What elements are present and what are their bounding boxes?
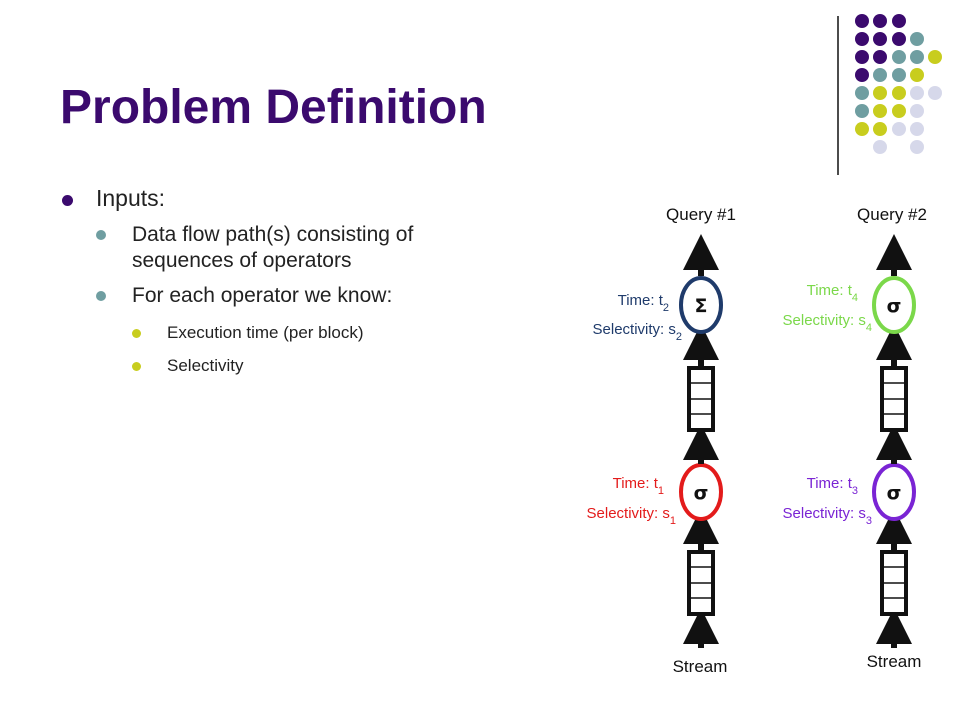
decorative-dot	[910, 32, 924, 46]
query1-top-op-time: Time: t2	[618, 292, 669, 314]
sub-bullet-list: Data flow path(s) consisting of sequence…	[96, 222, 512, 376]
decorative-dot	[855, 50, 869, 64]
query1-header: Query #1	[666, 205, 736, 224]
bullet-exec-time-text: Execution time (per block)	[167, 322, 364, 342]
decorative-dot	[873, 32, 887, 46]
decorative-dot	[873, 104, 887, 118]
decorative-dot	[892, 104, 906, 118]
decorative-dot	[873, 14, 887, 28]
query1-stream-label: Stream	[673, 657, 728, 676]
decorative-dot	[892, 32, 906, 46]
query2-top-op-selectivity: Selectivity: s4	[783, 312, 872, 334]
bullet-selectivity-text: Selectivity	[167, 355, 244, 375]
bullet-for-each-text: For each operator we know:	[132, 284, 393, 308]
decorative-dot	[873, 50, 887, 64]
query2-bottom-op-selectivity: Selectivity: s3	[783, 505, 872, 527]
query2-top-op-time: Time: t4	[807, 282, 858, 304]
query2-top-operator: σ	[872, 276, 916, 334]
decorative-dot	[873, 68, 887, 82]
decorative-dot	[910, 140, 924, 154]
query1-top-queue	[687, 366, 715, 432]
query1-bottom-op-symbol: σ	[694, 482, 709, 504]
bullet-data-flow-text: Data flow path(s) consisting of sequence…	[132, 223, 414, 272]
decorative-dot	[855, 68, 869, 82]
bullet-inputs: Inputs: Data flow path(s) consisting of …	[62, 185, 512, 376]
sub-sub-bullet-list: Execution time (per block) Selectivity	[132, 323, 512, 376]
slide-title: Problem Definition	[60, 81, 487, 134]
query1-bottom-operator: σ	[679, 463, 723, 521]
query1-bottom-op-selectivity: Selectivity: s1	[587, 505, 676, 527]
query1-top-op-symbol: Σ	[695, 295, 708, 317]
query1-bottom-op-time: Time: t1	[613, 475, 664, 497]
query2-top-op-symbol: σ	[887, 295, 902, 317]
decorative-dot	[855, 14, 869, 28]
decorative-dot	[855, 86, 869, 100]
query2-bottom-queue	[880, 550, 908, 616]
query1-top-operator: Σ	[679, 276, 723, 334]
query2-header: Query #2	[857, 205, 927, 224]
decorative-dot	[928, 50, 942, 64]
decorative-dot	[873, 140, 887, 154]
query2-bottom-op-time: Time: t3	[807, 475, 858, 497]
decorative-dot	[910, 68, 924, 82]
decorative-dot	[910, 122, 924, 136]
query1-bottom-queue	[687, 550, 715, 616]
decorative-dot	[892, 86, 906, 100]
decorative-dot	[928, 86, 942, 100]
decorative-dot	[910, 50, 924, 64]
query2-bottom-op-symbol: σ	[887, 482, 902, 504]
query1-top-op-selectivity: Selectivity: s2	[593, 321, 682, 343]
bullet-selectivity: Selectivity	[132, 356, 512, 377]
query2-stream-label: Stream	[867, 652, 922, 671]
decorative-dot	[910, 86, 924, 100]
decorative-dot	[892, 68, 906, 82]
decorative-dot	[873, 122, 887, 136]
decorative-dot	[892, 50, 906, 64]
bullet-data-flow: Data flow path(s) consisting of sequence…	[96, 222, 512, 273]
decorative-dot	[873, 86, 887, 100]
decorative-dot	[892, 14, 906, 28]
decorative-dot	[855, 32, 869, 46]
decorative-dot	[910, 104, 924, 118]
bullet-inputs-text: Inputs:	[96, 185, 166, 211]
decorative-dot	[855, 122, 869, 136]
decorative-dot	[855, 104, 869, 118]
query2-top-queue	[880, 366, 908, 432]
bullet-exec-time: Execution time (per block)	[132, 323, 512, 344]
query2-bottom-operator: σ	[872, 463, 916, 521]
bullet-list: Inputs: Data flow path(s) consisting of …	[62, 185, 512, 388]
decorative-dot	[892, 122, 906, 136]
bullet-for-each: For each operator we know: Execution tim…	[96, 283, 512, 376]
